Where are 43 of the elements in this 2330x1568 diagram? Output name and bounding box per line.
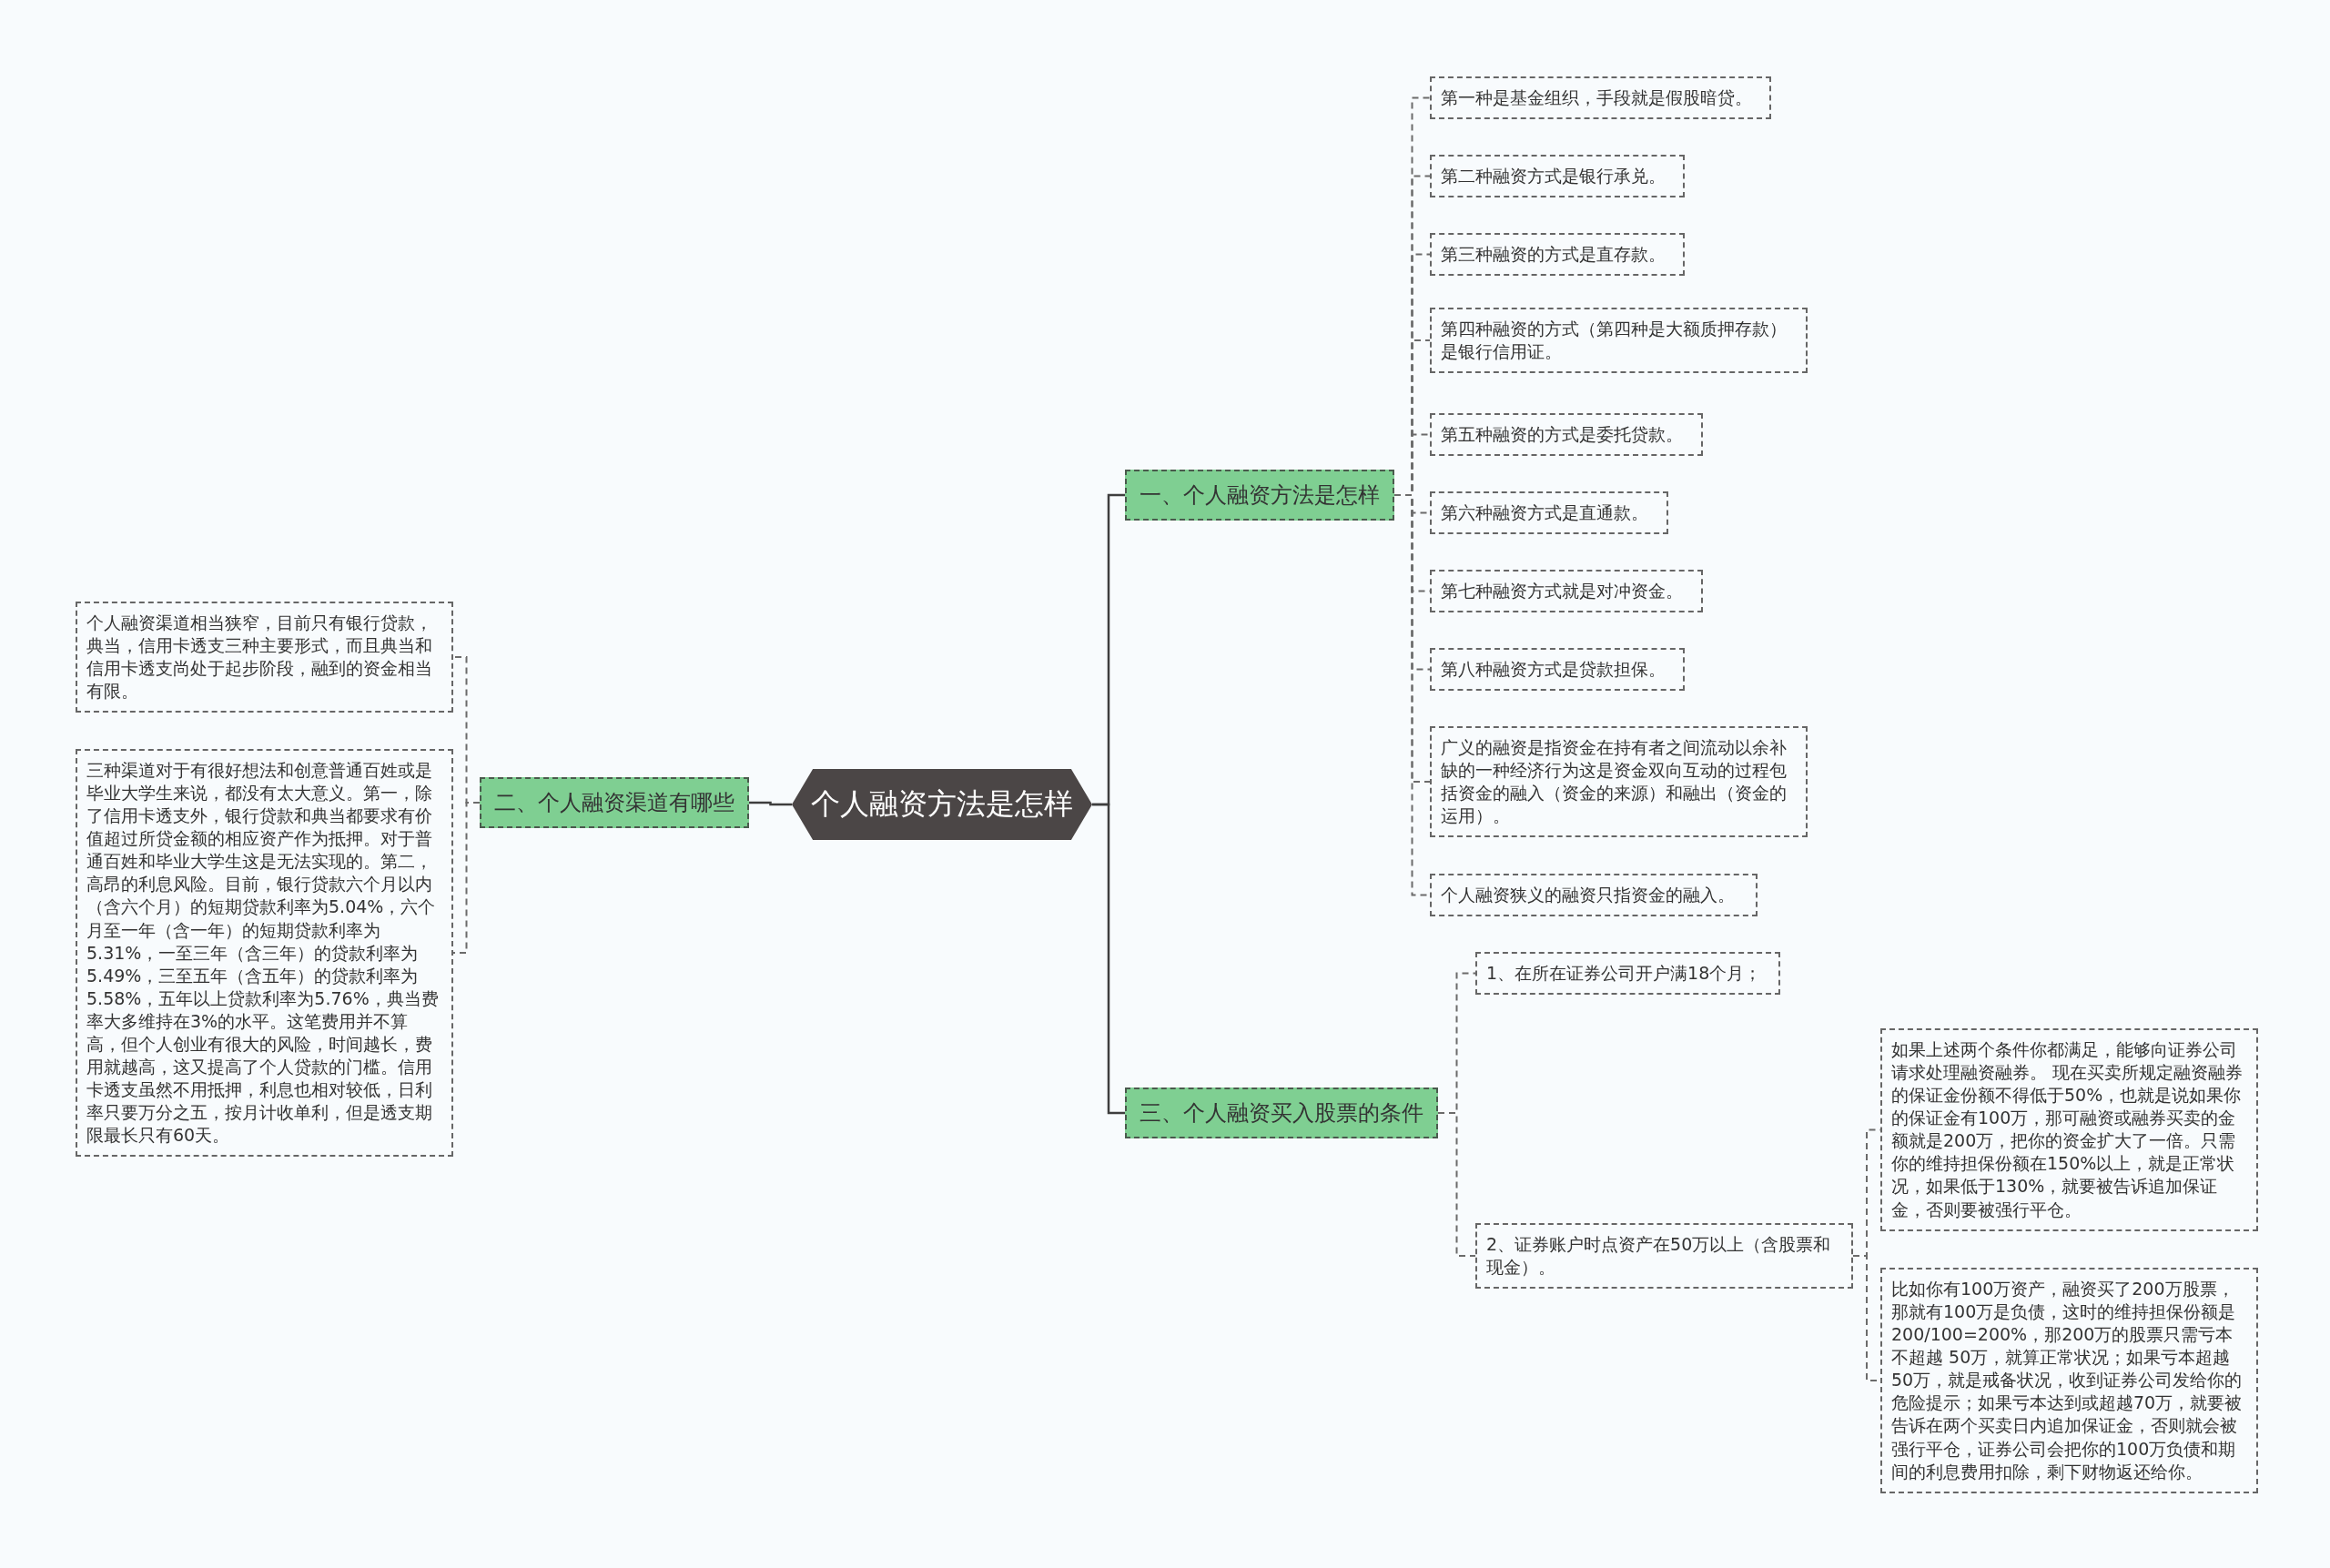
node-text: 第三种融资的方式是直存款。 [1441, 244, 1666, 264]
connector-line [452, 802, 481, 954]
text-box [1430, 726, 1808, 838]
text-box [76, 602, 453, 713]
text-box [1430, 874, 1758, 917]
node-text: 第一种是基金组织，手段就是假股暗贷。 [1441, 87, 1752, 107]
connector-line [1437, 1112, 1476, 1257]
node-text: 第四种融资的方式（第四种是大额质押存款）是银行信用证。 [1441, 319, 1787, 362]
node-text: 2、证券账户时点资产在50万以上（含股票和现金）。 [1486, 1234, 1831, 1278]
node-text: 二、个人融资渠道有哪些 [494, 790, 734, 815]
text-box [1430, 491, 1668, 535]
text-box [1430, 233, 1685, 277]
connector-line [1092, 803, 1125, 1115]
node-text: 第五种融资的方式是委托贷款。 [1441, 424, 1683, 444]
node-text: 如果上述两个条件你都满足，能够向证券公司请求处理融资融券。 现在买卖所规定融资融券的保证金份额不得低于50%，也就是说如果你的保证金有100万，那可融资或融券买卖的金额就是200万，把你的资金扩大了一倍。只需你的维持担保份额在150%以上，就是正常状况，如果低于130%，就要被告诉追加保证金，否则要被强行平仓。 [1891, 1039, 2244, 1219]
node-text: 广义的融资是指资金在持有者之间流动以余补缺的一种经济行为这是资金双向互动的过程包括资金的融入（资金的来源）和融出（资金的运用）。 [1441, 737, 1787, 826]
node-text: 第二种融资方式是银行承兑。 [1441, 166, 1666, 186]
text-box [1430, 413, 1703, 457]
text-box [1880, 1028, 2258, 1231]
node-text: 个人融资方法是怎样 [811, 785, 1073, 823]
text-box [1430, 76, 1771, 120]
topic-box [480, 777, 749, 828]
text-box [1430, 308, 1808, 374]
topic-box [1125, 470, 1394, 521]
node-text: 三、个人融资买入股票的条件 [1140, 1100, 1423, 1126]
node-text: 比如你有100万资产，融资买了200万股票，那就有100万是负债，这时的维持担保份额是200/100=200%，那200万的股票只需亏本不超越 50万，就算正常状况；如果亏本超越50万，就是戒备状况，收到证券公司发给你的危险提示；如果亏本达到或超越70万，就要被告诉在两个买卖日内追加保证金，否则就会被强行平仓，证券公司会把你的100万负债和期间的利息费用扣除，剩下财物返还给你。 [1891, 1279, 2243, 1482]
node-text: 个人融资渠道相当狭窄，目前只有银行贷款，典当，信用卡透支三种主要形式，而且典当和信用卡透支尚处于起步阶段，融到的资金相当有限。 [86, 612, 432, 702]
text-box [1880, 1268, 2258, 1493]
node-text: 三种渠道对于有很好想法和创意普通百姓或是毕业大学生来说，都没有太大意义。第一，除了信用卡透支外，银行贷款和典当都要求有价值超过所贷金额的相应资产作为抵押。对于普通百姓和毕业大学生这是无法实现的。第二，高昂的利息风险。目前，银行贷款六个月以内（含六个月）的短期贷款利率为5.04%，六个月至一年（含一年）的短期贷款利率为5.31%，一至三年（含三年）的贷款利率为5.49%，三至五年（含五年）的贷款利率为5.58%，五年以上贷款利率为5.76%，典当费率大多维持在3%的水平。这笔费用并不算高，但个人创业有很大的风险，时间越长，费用就越高，这又提高了个人贷款的门槛。信用卡透支虽然不用抵押，利息也相对较低，日利率只要万分之五，按月计收单利，但是透支期限最长只有60天。 [86, 760, 439, 1146]
node-text: 一、个人融资方法是怎样 [1140, 482, 1380, 508]
connector-line [749, 801, 792, 806]
text-box [1475, 952, 1780, 996]
root-hexagon [792, 769, 1092, 840]
node-text: 1、在所在证券公司开户满18个月； [1486, 963, 1762, 983]
node-text: 第八种融资方式是贷款担保。 [1441, 659, 1666, 679]
text-box [1430, 155, 1685, 198]
text-box [1430, 570, 1703, 613]
topic-box [1125, 1087, 1438, 1138]
node-text: 第六种融资方式是直通款。 [1441, 502, 1648, 522]
text-box [1430, 648, 1685, 692]
text-box [1475, 1223, 1853, 1290]
node-text: 个人融资狭义的融资只指资金的融入。 [1441, 885, 1735, 905]
node-text: 第七种融资方式就是对冲资金。 [1441, 581, 1683, 601]
